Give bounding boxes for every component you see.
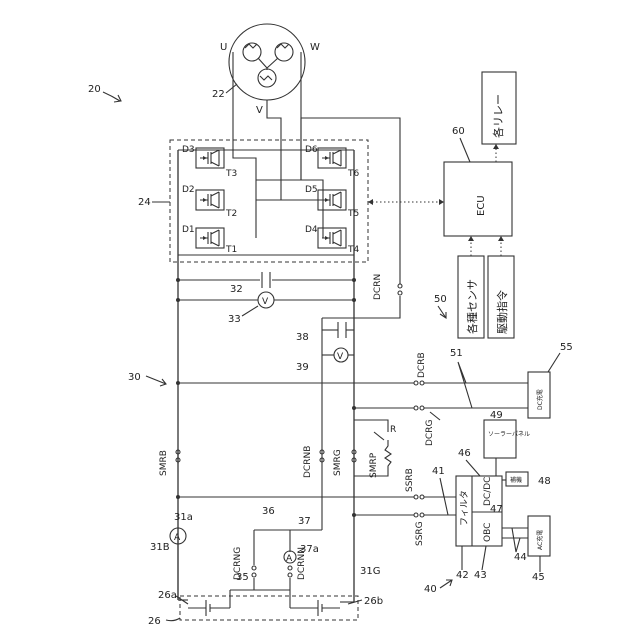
ecu-label: ECU bbox=[476, 195, 487, 216]
filter-label: フィルタ bbox=[459, 490, 470, 526]
dc-charger-label: DC充電 bbox=[536, 389, 544, 410]
inverter-ref: 24 bbox=[138, 197, 151, 208]
ref-50: 50 bbox=[434, 294, 447, 305]
relay-ssrg: SSRG bbox=[415, 521, 425, 546]
figure-ref-arrow bbox=[103, 92, 121, 102]
ref-47: 47 bbox=[490, 504, 503, 515]
svg-text:V: V bbox=[262, 297, 269, 307]
ref-41: 41 bbox=[432, 466, 445, 477]
ref-45: 45 bbox=[532, 572, 545, 583]
motor-ref: 22 bbox=[212, 89, 225, 100]
switch-t3 bbox=[196, 148, 224, 168]
relay-dcrng: DCRNG bbox=[233, 547, 243, 580]
inverter-box bbox=[170, 140, 368, 262]
ref-60: 60 bbox=[452, 126, 465, 137]
switch-t4 bbox=[318, 228, 346, 248]
figure-ref: 20 bbox=[88, 84, 101, 95]
svg-text:D2: D2 bbox=[182, 185, 195, 195]
dcdc-label: DC/DC bbox=[483, 477, 493, 506]
svg-text:D1: D1 bbox=[182, 225, 195, 235]
relay-dcrb: DCRB bbox=[417, 352, 427, 378]
svg-text:T5: T5 bbox=[347, 209, 359, 219]
svg-text:D6: D6 bbox=[305, 145, 318, 155]
relay-dcrnb: DCRNB bbox=[303, 446, 313, 478]
ref-30: 30 bbox=[128, 372, 141, 383]
resistor-r: R bbox=[390, 425, 396, 435]
battery-26b bbox=[290, 590, 340, 616]
relays-label: 各リレー bbox=[491, 94, 505, 138]
svg-text:D4: D4 bbox=[305, 225, 318, 235]
svg-text:T3: T3 bbox=[225, 169, 237, 179]
relay-smrb: SMRB bbox=[159, 450, 169, 476]
battery-26a bbox=[188, 590, 230, 616]
aux-label: 補機 bbox=[510, 476, 522, 484]
relay-dcrg: DCRG bbox=[425, 420, 435, 446]
ref-31B: 31B bbox=[150, 542, 170, 553]
ref-31a: 31a bbox=[174, 512, 193, 523]
ref-33: 33 bbox=[228, 314, 241, 325]
ref-40: 40 bbox=[424, 584, 437, 595]
svg-text:T4: T4 bbox=[347, 245, 359, 255]
ref-55: 55 bbox=[560, 342, 573, 353]
ref-46: 46 bbox=[458, 448, 471, 459]
ref-26a: 26a bbox=[158, 590, 177, 601]
svg-text:T2: T2 bbox=[225, 209, 237, 219]
ref-44: 44 bbox=[514, 552, 527, 563]
relay-smrg: SMRG bbox=[333, 449, 343, 476]
ref-32: 32 bbox=[230, 284, 243, 295]
ref-43: 43 bbox=[474, 570, 487, 581]
ammeter-37a-label: A bbox=[286, 554, 293, 564]
switch-t2 bbox=[196, 190, 224, 210]
ref-51: 51 bbox=[450, 348, 463, 359]
ac-charger-label: AC充電 bbox=[536, 530, 544, 550]
phase-u-label: U bbox=[220, 42, 227, 53]
capacitor-32 bbox=[176, 272, 356, 288]
sensors-label: 各種センサ bbox=[465, 279, 479, 334]
switch-t1 bbox=[196, 228, 224, 248]
relay-smrp: SMRP bbox=[369, 452, 379, 478]
svg-text:V: V bbox=[337, 352, 344, 362]
svg-text:T1: T1 bbox=[225, 245, 237, 255]
drive-label: 駆動指令 bbox=[495, 290, 509, 334]
switch-t6 bbox=[318, 148, 346, 168]
relay-ssrb: SSRB bbox=[405, 468, 415, 492]
relay-dcrn: DCRN bbox=[373, 274, 383, 300]
ref-38: 38 bbox=[296, 332, 309, 343]
ref-31G: 31G bbox=[360, 566, 380, 577]
ref-42: 42 bbox=[456, 570, 469, 581]
phase-v-label: V bbox=[256, 105, 263, 116]
ref-49: 49 bbox=[490, 410, 503, 421]
svg-text:D3: D3 bbox=[182, 145, 195, 155]
switch-t5 bbox=[318, 190, 346, 210]
solar-label: ソーラーパネル bbox=[488, 431, 530, 438]
voltmeter-33: V bbox=[176, 292, 356, 308]
ref-48: 48 bbox=[538, 476, 551, 487]
ref-37: 37 bbox=[298, 516, 311, 527]
ref-39: 39 bbox=[296, 362, 309, 373]
solar-panel-box bbox=[484, 420, 516, 458]
svg-text:D5: D5 bbox=[305, 185, 318, 195]
capacitor-38 bbox=[322, 322, 354, 338]
relay-dcrnn: DCRNN bbox=[297, 547, 307, 580]
obc-label: OBC bbox=[483, 523, 493, 542]
ref-26: 26 bbox=[148, 616, 161, 627]
phase-w-label: W bbox=[310, 42, 320, 53]
voltmeter-39: V bbox=[322, 348, 354, 362]
ref-36: 36 bbox=[262, 506, 275, 517]
svg-text:T6: T6 bbox=[347, 169, 359, 179]
motor: U W V 22 bbox=[212, 24, 320, 116]
ref-26b: 26b bbox=[364, 596, 383, 607]
